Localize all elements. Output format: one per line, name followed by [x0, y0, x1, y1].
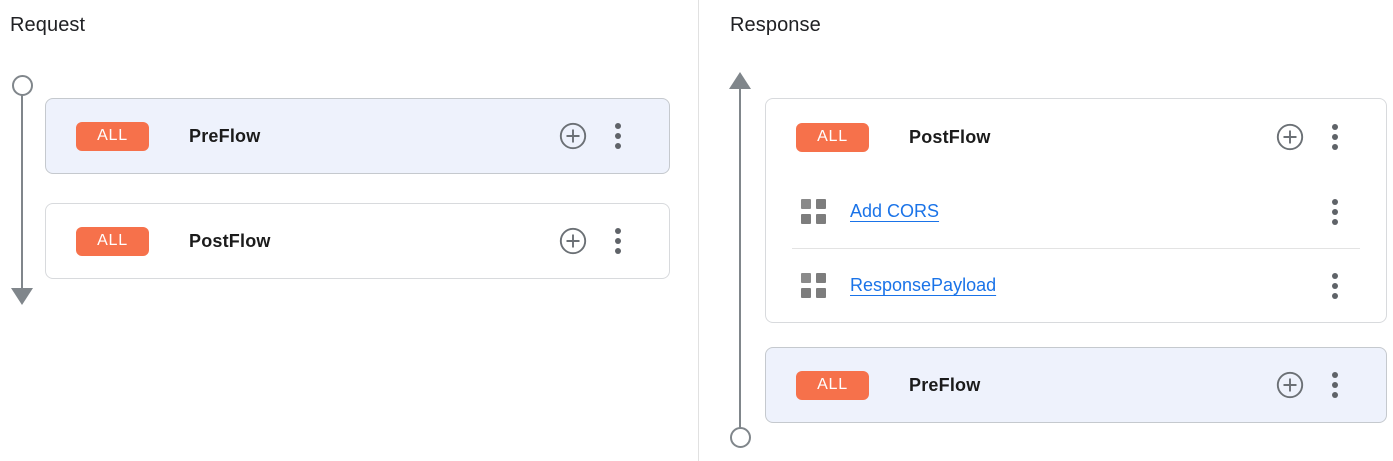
add-policy-button[interactable] — [1276, 123, 1304, 151]
more-options-button[interactable] — [1332, 372, 1338, 398]
flow-rail-line — [21, 95, 23, 289]
condition-badge: ALL — [796, 122, 869, 152]
flow-rail-line — [739, 88, 741, 428]
request-panel-title: Request — [10, 14, 86, 36]
plus-circle-icon — [1276, 123, 1304, 151]
more-options-button[interactable] — [1332, 124, 1338, 150]
more-vert-icon — [615, 228, 621, 254]
flow-name: PreFlow — [909, 374, 981, 395]
more-vert-icon — [1332, 272, 1338, 299]
flow-card-response-preflow[interactable]: ALL PreFlow — [765, 347, 1387, 423]
arrow-up-icon — [729, 72, 751, 89]
flow-name: PostFlow — [909, 126, 991, 147]
condition-badge: ALL — [796, 370, 869, 400]
flow-end-circle — [730, 427, 751, 448]
policy-link-add-cors[interactable]: Add CORS — [850, 201, 940, 221]
condition-badge: ALL — [76, 121, 149, 151]
more-vert-icon — [615, 123, 621, 149]
more-options-button[interactable] — [615, 228, 621, 254]
policy-row: Add CORS — [766, 175, 1386, 248]
policy-grid-icon — [801, 273, 826, 298]
plus-circle-icon — [1276, 371, 1304, 399]
policy-grid-icon — [801, 199, 826, 224]
arrow-down-icon — [11, 288, 33, 305]
more-vert-icon — [1332, 124, 1338, 150]
flow-name: PostFlow — [189, 230, 271, 251]
flow-header[interactable]: ALL PostFlow — [766, 99, 1386, 175]
flow-start-circle — [12, 75, 33, 96]
add-policy-button[interactable] — [559, 122, 587, 150]
flow-card-request-postflow[interactable]: ALL PostFlow — [45, 203, 670, 279]
more-vert-icon — [1332, 198, 1338, 225]
flow-name: PreFlow — [189, 125, 261, 146]
flow-card-response-postflow[interactable]: ALL PostFlow Add CORS — [765, 98, 1387, 323]
flow-card-request-preflow[interactable]: ALL PreFlow — [45, 98, 670, 174]
plus-circle-icon — [559, 227, 587, 255]
row-divider — [792, 248, 1360, 249]
drag-handle-icon[interactable] — [801, 273, 826, 298]
add-policy-button[interactable] — [1276, 371, 1304, 399]
condition-badge: ALL — [76, 226, 149, 256]
drag-handle-icon[interactable] — [801, 199, 826, 224]
more-options-button[interactable] — [1332, 198, 1338, 225]
add-policy-button[interactable] — [559, 227, 587, 255]
plus-circle-icon — [559, 122, 587, 150]
more-vert-icon — [1332, 372, 1338, 398]
policy-row: ResponsePayload — [766, 249, 1386, 322]
more-options-button[interactable] — [615, 123, 621, 149]
policy-link-response-payload[interactable]: ResponsePayload — [850, 275, 997, 295]
panel-divider — [698, 0, 699, 461]
response-panel-title: Response — [730, 14, 821, 36]
more-options-button[interactable] — [1332, 272, 1338, 299]
